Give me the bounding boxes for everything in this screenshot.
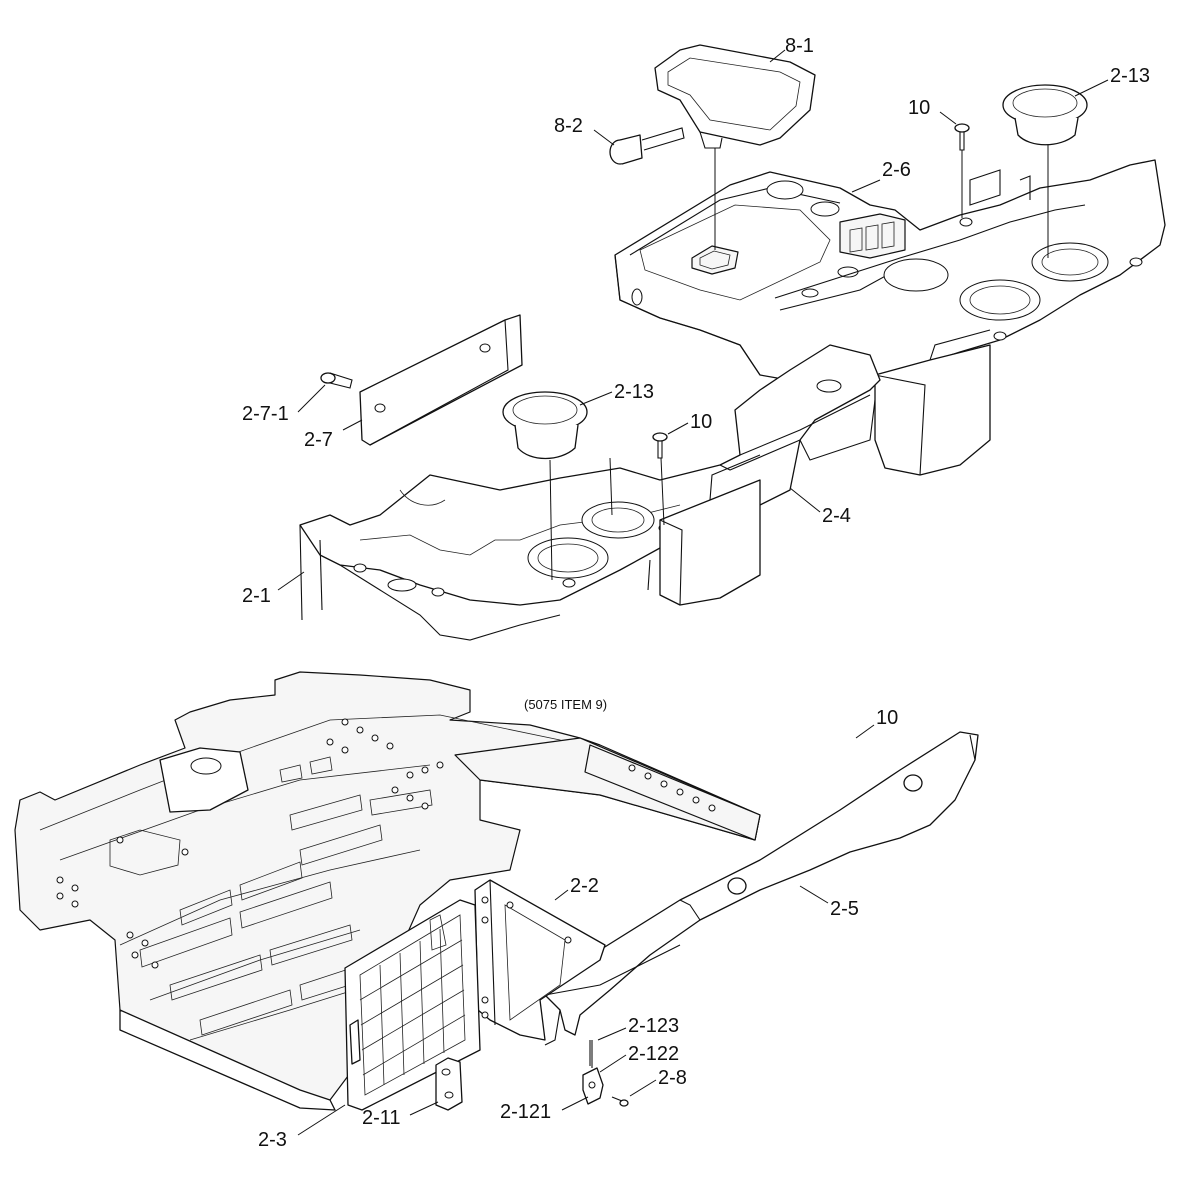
- callout-2-1: 2-1: [242, 585, 271, 607]
- callout-2-121: 2-121: [500, 1101, 551, 1123]
- floor-panel: [14, 671, 761, 1111]
- cover-plate-2-7: [359, 314, 523, 446]
- callout-10-bottom: 10: [876, 707, 898, 729]
- callout-2-8: 2-8: [658, 1067, 687, 1089]
- console-upper-2-6: [614, 159, 1166, 476]
- bracket-2-2: [474, 879, 606, 1041]
- callout-2-6: 2-6: [882, 159, 911, 181]
- screw-10-top: [954, 123, 970, 218]
- callout-2-5: 2-5: [830, 898, 859, 920]
- callout-2-123: 2-123: [628, 1015, 679, 1037]
- ring-2-13-top: [1002, 84, 1088, 258]
- leader-lines: [277, 49, 1109, 1136]
- callout-2-3: 2-3: [258, 1129, 287, 1151]
- hinge-2-121: [582, 1040, 629, 1107]
- knob-8-2: [609, 127, 685, 165]
- ring-2-13-mid: [502, 391, 613, 581]
- lid-8-1: [654, 44, 816, 250]
- callout-2-2: 2-2: [570, 875, 599, 897]
- callout-2-13-top: 2-13: [1110, 65, 1150, 87]
- callout-10-top: 10: [908, 97, 930, 119]
- latch-2-11: [435, 1057, 463, 1111]
- callout-2-122: 2-122: [628, 1043, 679, 1065]
- screw-2-7-1: [320, 372, 353, 389]
- screw-10-mid: [652, 432, 668, 526]
- callout-labels: 8-1 8-2 2-13 10 2-6 2-7-1 2-7 2-13 10 2-…: [242, 35, 1150, 1151]
- console-lower-2-4: [299, 344, 881, 641]
- callout-8-2: 8-2: [554, 115, 583, 137]
- grille-door-2-3: [344, 899, 481, 1111]
- callout-2-7: 2-7: [304, 429, 333, 451]
- reference-note: (5075 ITEM 9): [524, 697, 607, 712]
- callout-8-1: 8-1: [785, 35, 814, 57]
- callout-2-11: 2-11: [362, 1107, 401, 1129]
- callout-2-4: 2-4: [822, 505, 851, 527]
- callout-10-mid: 10: [690, 411, 712, 433]
- callout-2-13-mid: 2-13: [614, 381, 654, 403]
- callout-2-7-1: 2-7-1: [242, 403, 289, 425]
- side-panel-2-5: [544, 731, 979, 1046]
